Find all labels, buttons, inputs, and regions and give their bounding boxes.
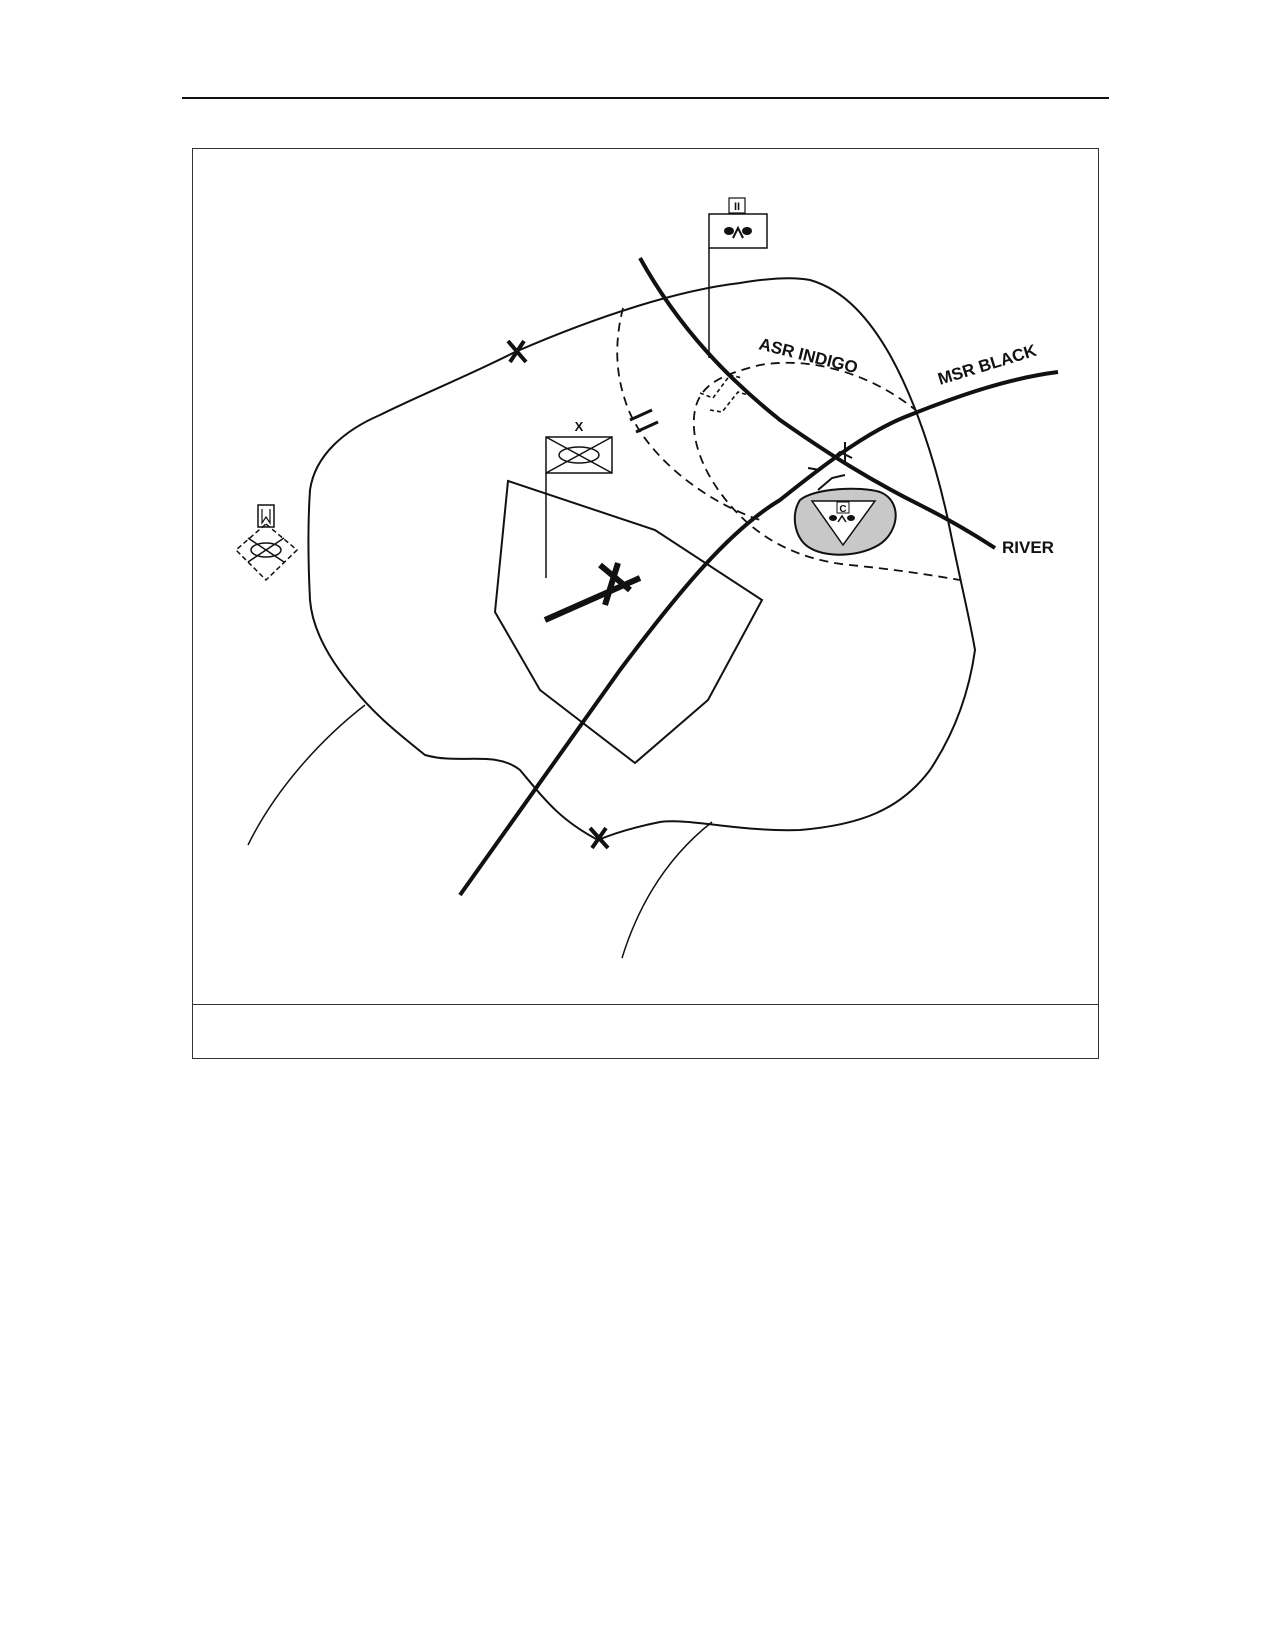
msr-black-label: MSR BLACK: [936, 341, 1040, 389]
caption-divider: [193, 1004, 1098, 1005]
river-label: RIVER: [1002, 538, 1054, 557]
armor-brigade-symbol-icon: [558, 446, 600, 464]
terrain-contour-bottom: [621, 821, 713, 959]
figure-frame: [192, 148, 1099, 1059]
airstrip-icon: [543, 562, 642, 623]
combat-trains-triangle-icon: C: [810, 500, 877, 547]
sector-polygon: [493, 479, 764, 765]
asr-indigo-label: ASR INDIGO: [757, 334, 860, 377]
asr-indigo-route: [692, 361, 961, 581]
brigade-unit-symbol: X: [545, 419, 613, 578]
gap-marker-icon: [629, 408, 659, 434]
brigade-echelon-label: X: [575, 419, 584, 434]
header-rule: [182, 97, 1109, 99]
planned-unit-diamond-icon: [234, 523, 299, 582]
msr-black-route: [458, 370, 1059, 897]
brigade-boundary-area: [307, 277, 977, 842]
boundary-marker-top: [506, 339, 528, 364]
bypass-crossing-icon: [699, 374, 749, 413]
boundary-marker-bottom: [588, 826, 610, 850]
battalion-echelon-label: II: [734, 201, 740, 213]
combat-trains-code: C: [839, 504, 846, 515]
engineer-battalion-symbol-icon: [724, 225, 752, 239]
planned-unit-symbol: [234, 504, 299, 582]
river-crossing-icon: [807, 442, 853, 491]
battalion-unit-symbol: II: [708, 197, 768, 358]
terrain-contour-left: [247, 704, 366, 846]
dashed-phase-line: [616, 307, 761, 521]
river-line: [638, 257, 997, 550]
